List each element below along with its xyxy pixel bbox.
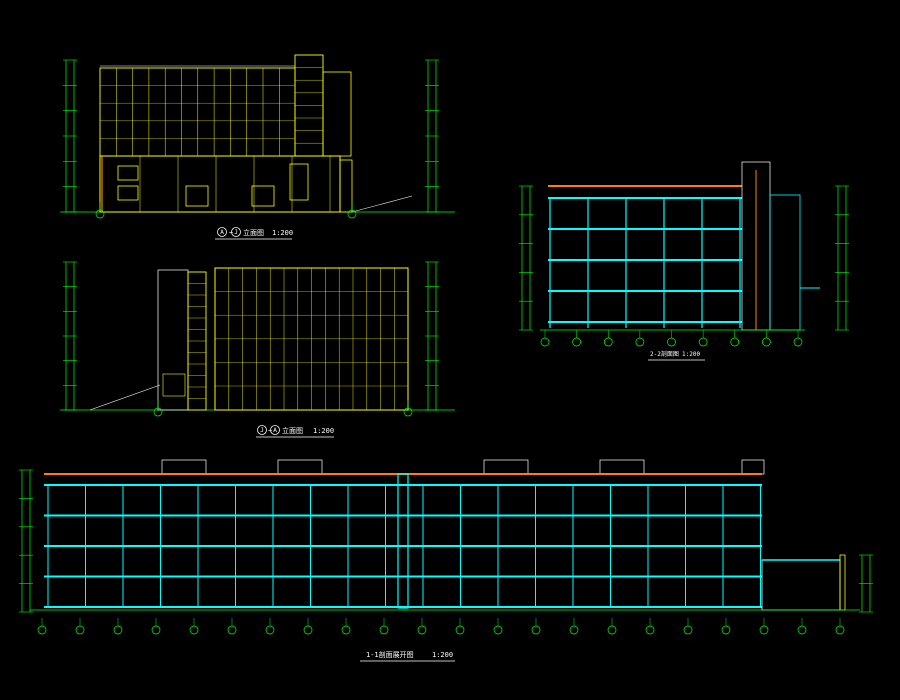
side-title-scale: 1:200	[313, 427, 334, 435]
front-title-axis-a: A	[220, 229, 224, 236]
side-title-axis-b: A	[273, 427, 277, 434]
section-1-1-unfolded	[19, 459, 873, 635]
front-title-scale: 1:200	[272, 229, 293, 237]
section-2-2	[519, 161, 849, 347]
section-2-2-scale: 1:200	[682, 351, 700, 358]
front-title-suffix: 立面图	[243, 228, 264, 237]
side-title-axis-a: J	[260, 427, 264, 434]
svg-text:~: ~	[268, 427, 272, 435]
section-1-1-title-text: 1-1剖面展开图	[366, 650, 414, 659]
side-title-suffix: 立面图	[282, 426, 303, 435]
side-elevation	[60, 261, 455, 417]
front-elevation	[60, 54, 455, 219]
section-2-2-title: 2-2剖面图 1:200	[648, 350, 705, 361]
front-title-axis-b: J	[234, 229, 238, 236]
section-2-2-title-text: 2-2剖面图	[650, 350, 679, 358]
svg-text:~: ~	[229, 229, 233, 237]
section-1-1-title: 1-1剖面展开图 1:200	[360, 650, 455, 662]
side-elevation-title: J ~ A 立面图 1:200	[256, 425, 334, 438]
section-1-1-scale: 1:200	[432, 651, 453, 659]
front-elevation-title: A ~ J 立面图 1:200	[215, 227, 293, 240]
